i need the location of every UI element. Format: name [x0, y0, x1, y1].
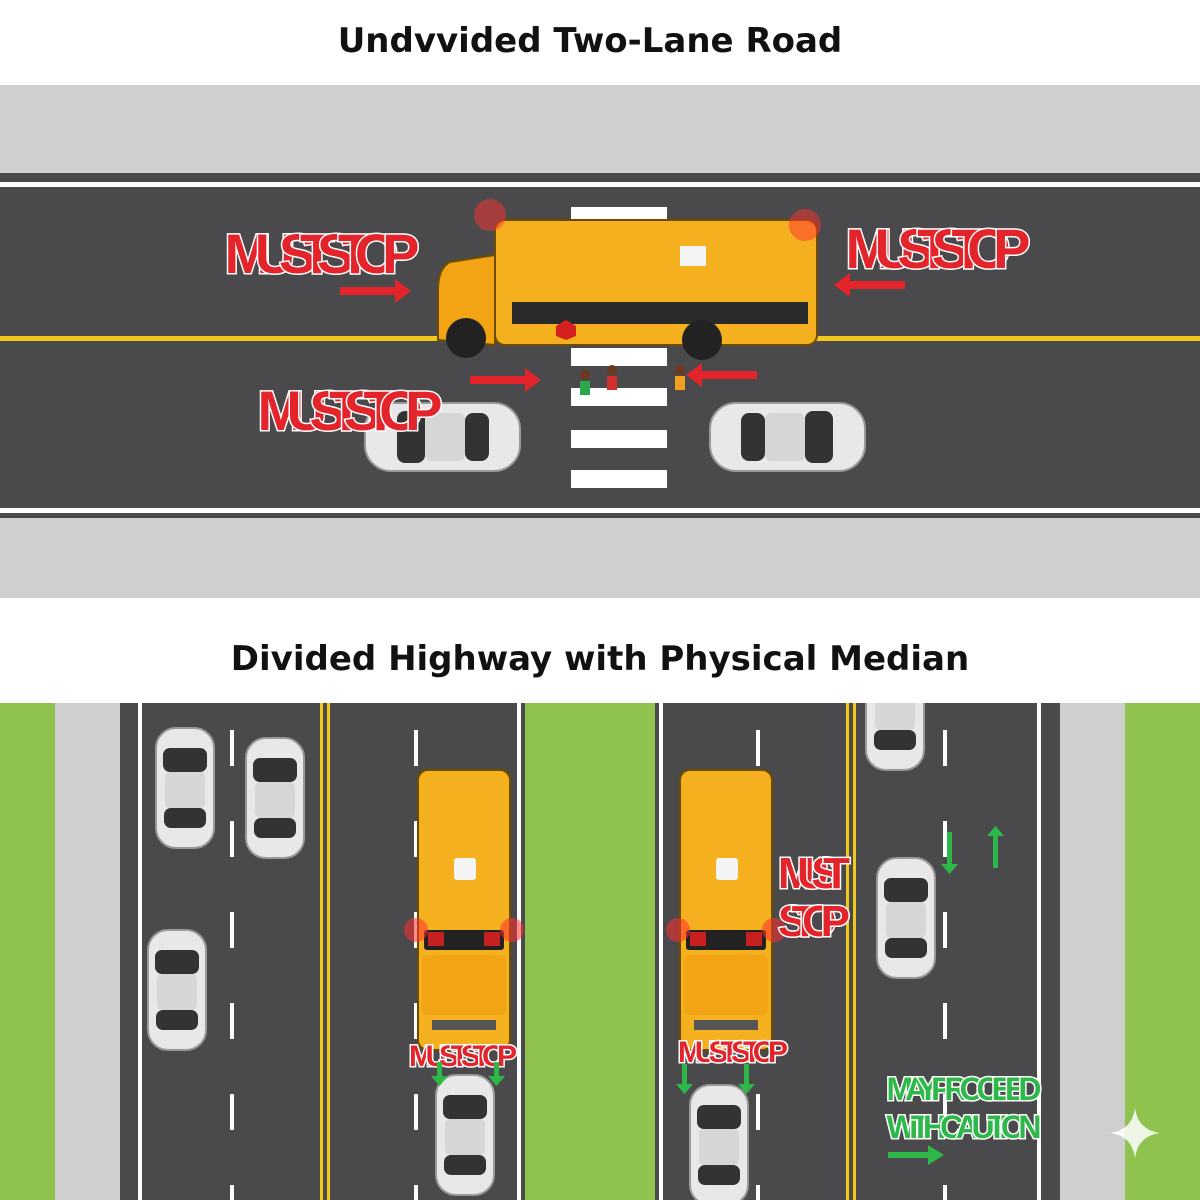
school-bus-right	[665, 769, 787, 1051]
must-stop-label-behind-left-bus: MUST STOP	[409, 1040, 517, 1073]
bottom-title: Divided Highway with Physical Median	[231, 639, 969, 679]
green-arrow-icons	[431, 826, 1004, 1165]
yellow-center-lines	[320, 703, 856, 1200]
car-behind-right-bus	[689, 1084, 749, 1200]
sparkle-icon	[1110, 1108, 1160, 1158]
car-left-2	[245, 737, 305, 859]
car-top-right	[709, 402, 866, 472]
red-arrow-icons	[340, 273, 905, 392]
car-behind-left-bus	[435, 1074, 495, 1196]
children-crossing	[580, 365, 685, 395]
must-stop-label-behind-right-bus: MUST STOP	[678, 1036, 788, 1069]
top-sidewalk-lower	[0, 518, 1200, 598]
dashed-lane-lines	[230, 730, 947, 1200]
with-caution-label: WITH CAUTION	[887, 1109, 1042, 1145]
must-label-side: MUST	[778, 849, 850, 898]
top-title: Undvvided Two-Lane Road	[338, 21, 843, 61]
lane-edge-lines	[138, 703, 1041, 1200]
must-stop-label-top-left: MUST STOP	[225, 222, 420, 285]
road-edge-line-bottom	[0, 508, 1200, 513]
left-sidewalk	[55, 703, 120, 1200]
school-bus-left	[403, 769, 525, 1051]
right-sidewalk	[1060, 703, 1125, 1200]
may-proceed-label: MAY PROCEED	[887, 1071, 1042, 1107]
crosswalk	[571, 207, 667, 488]
must-stop-label-lower-lane: MUST STOP	[258, 379, 443, 442]
must-stop-label-top-right: MUST STOP	[846, 217, 1031, 280]
road-edge-line-top	[0, 182, 1200, 187]
school-bus-top	[437, 199, 821, 360]
stop-label-side: STOP	[778, 897, 850, 946]
car-opposite-lane	[876, 857, 936, 979]
top-sidewalk-upper	[0, 85, 1200, 173]
physical-median	[525, 703, 655, 1200]
car-left-1	[155, 727, 215, 849]
car-left-3	[147, 929, 207, 1051]
